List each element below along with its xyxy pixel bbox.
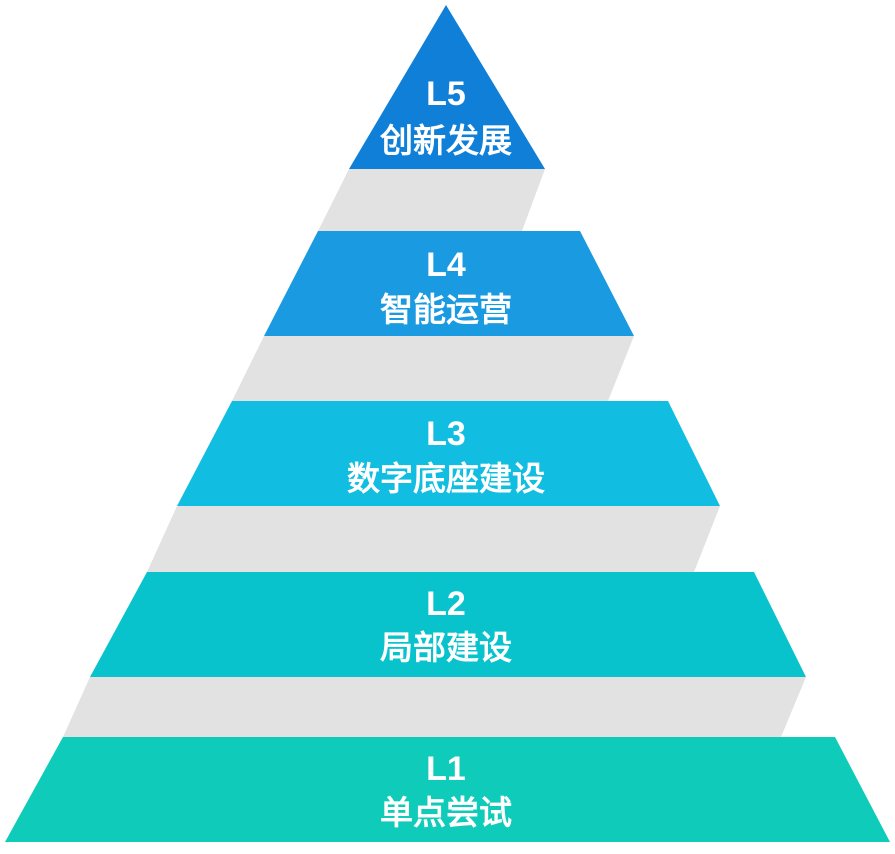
connector-bands (63, 169, 806, 737)
level-l2: L2 局部建设 (90, 572, 806, 677)
level-l4-shape (264, 231, 634, 336)
level-l5-label: 创新发展 (379, 122, 512, 159)
level-l1-shape (5, 737, 890, 842)
level-l1-label: 单点尝试 (380, 794, 512, 831)
level-l3-code: L3 (426, 415, 466, 453)
level-l4-code: L4 (426, 246, 466, 284)
level-l2-shape (90, 572, 806, 677)
connector-l4-l3 (232, 336, 634, 401)
level-l1: L1 单点尝试 (5, 737, 890, 842)
level-l2-label: 局部建设 (380, 629, 512, 666)
level-l4-label: 智能运营 (380, 291, 512, 328)
connector-l2-l1 (63, 677, 806, 737)
level-l5-code: L5 (426, 75, 466, 113)
connector-l5-l4 (318, 169, 545, 231)
level-l3-shape (177, 401, 720, 506)
level-l3-label: 数字底座建设 (347, 460, 545, 497)
level-l2-code: L2 (426, 585, 466, 623)
level-l3: L3 数字底座建设 (177, 401, 720, 506)
connector-l3-l2 (147, 506, 720, 572)
level-l1-code: L1 (426, 750, 466, 788)
level-l5-shape (349, 5, 545, 169)
level-l4: L4 智能运营 (264, 231, 634, 336)
level-l5: L5 创新发展 (349, 5, 545, 169)
